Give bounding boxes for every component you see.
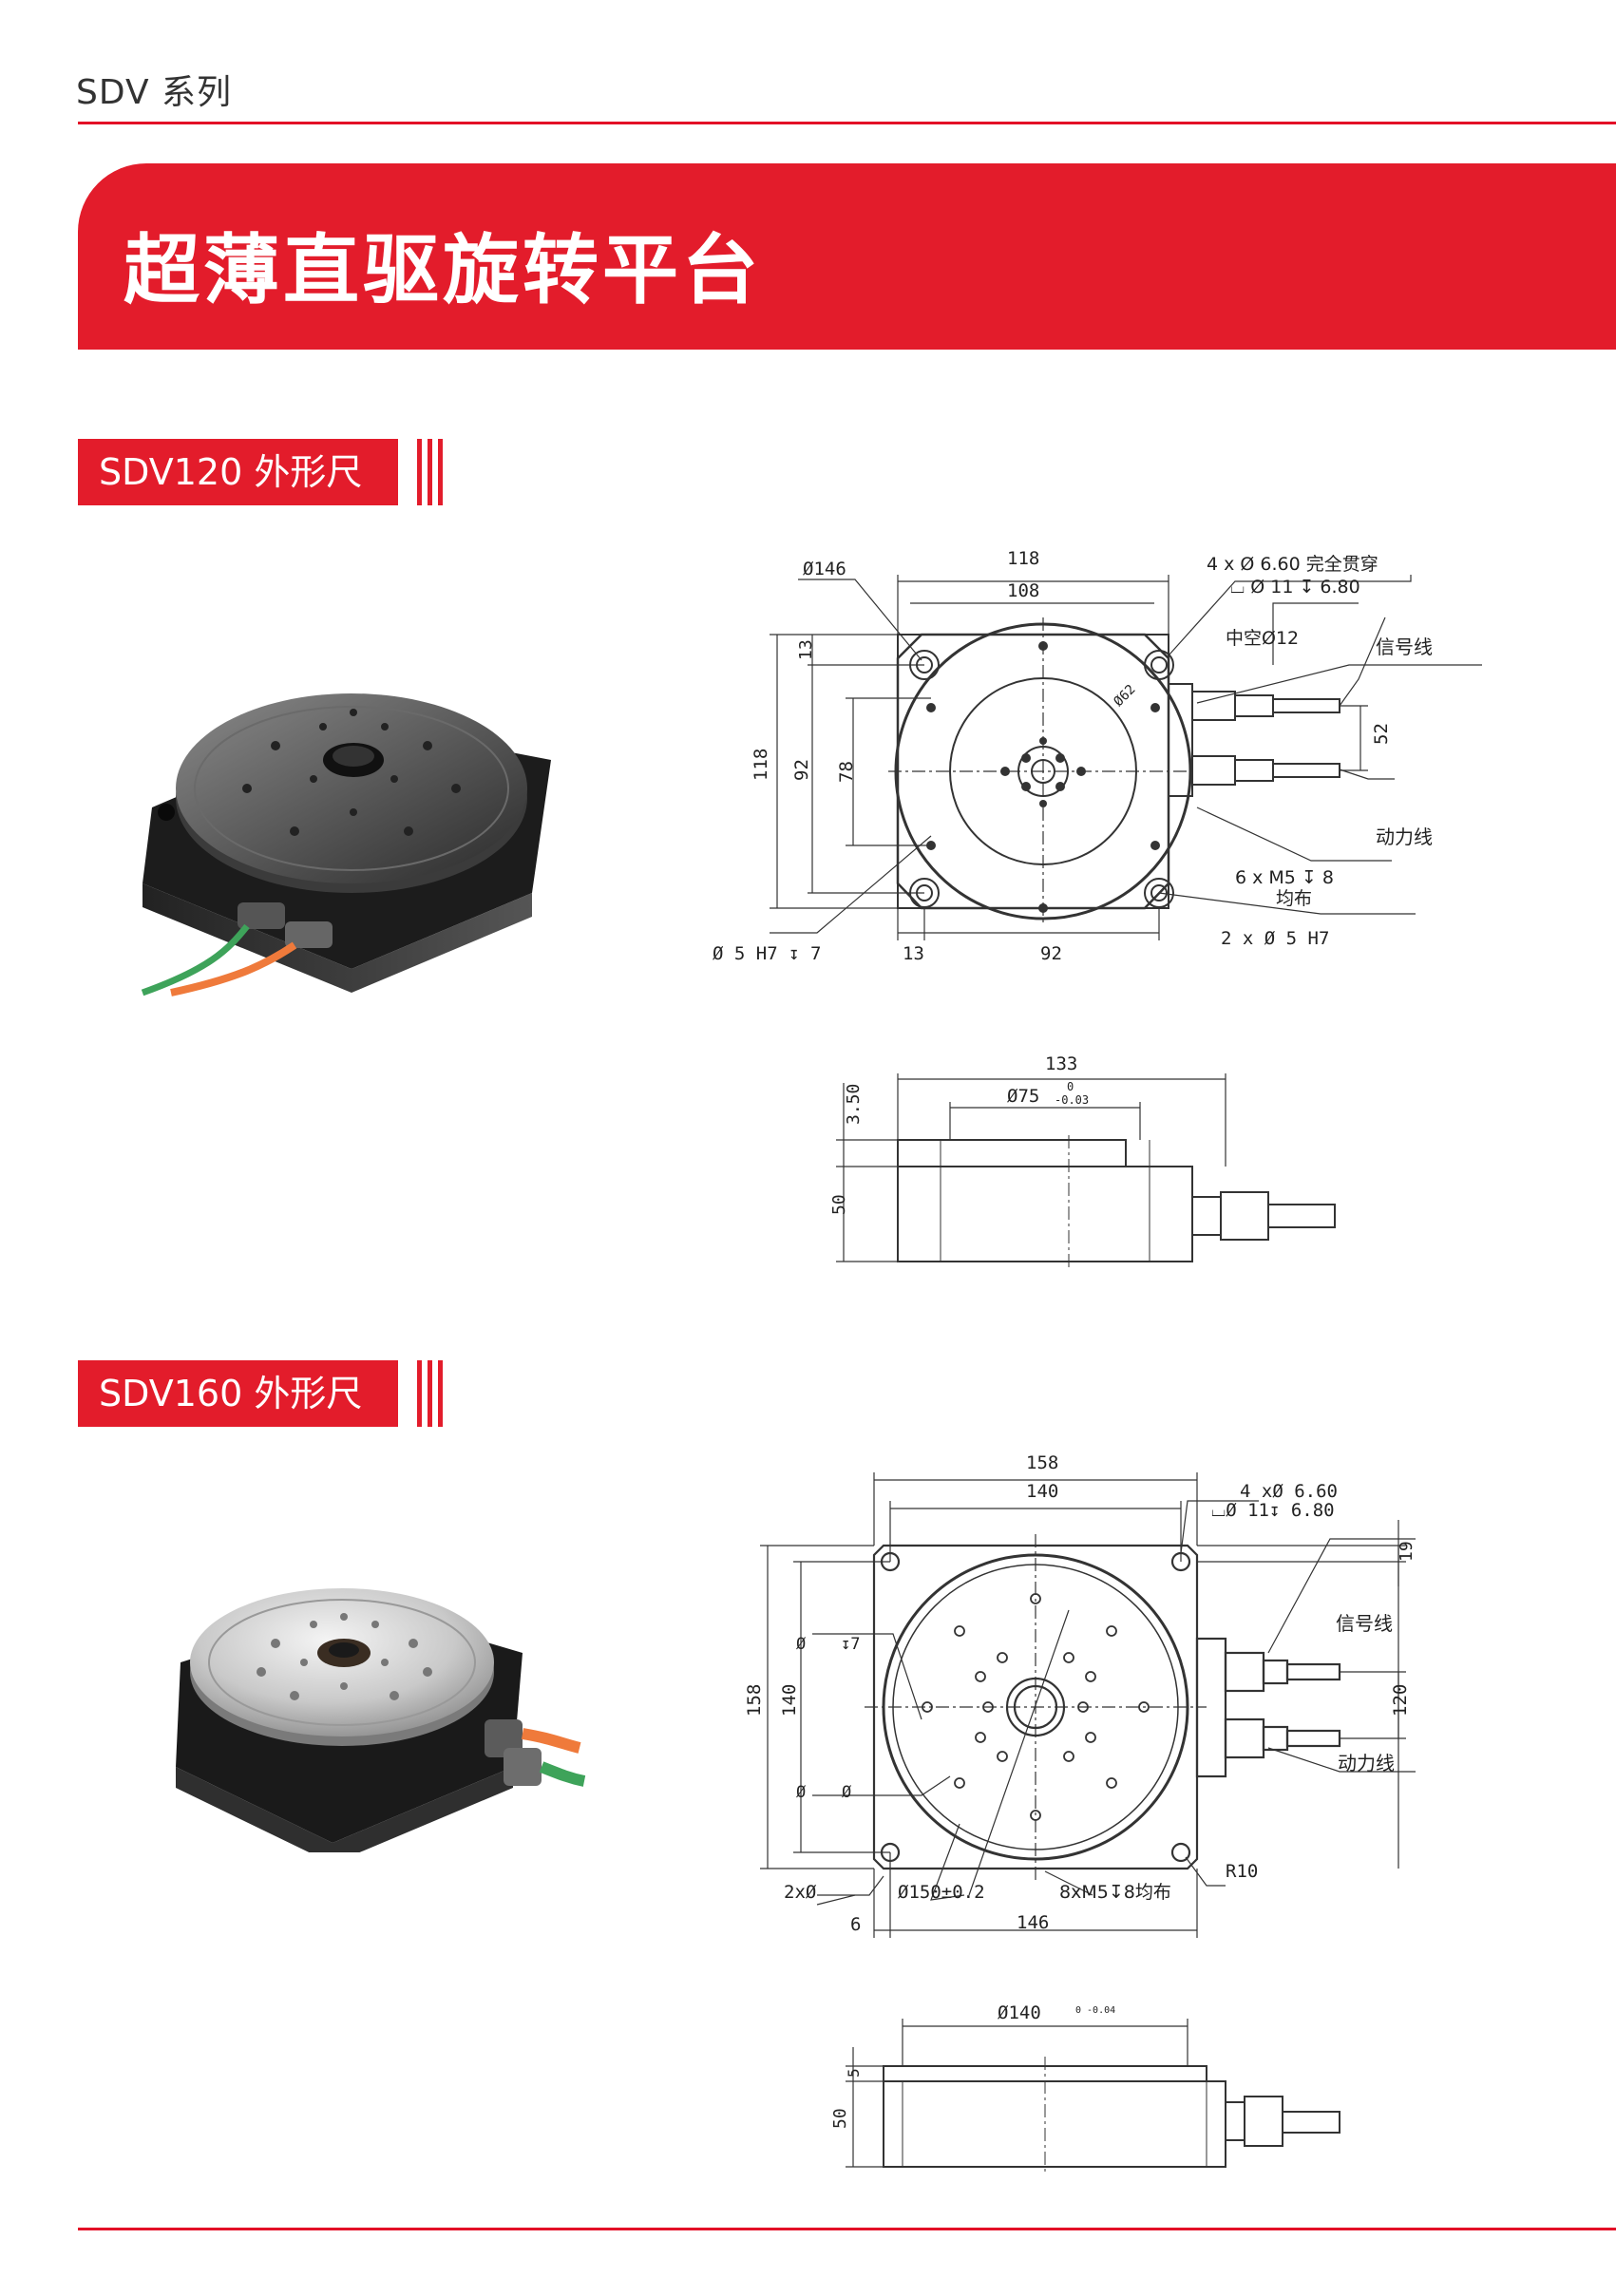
svg-text:19: 19 <box>1397 1541 1416 1562</box>
svg-text:4 xØ 6.60: 4 xØ 6.60 <box>1240 1481 1338 1502</box>
svg-text:50: 50 <box>829 1194 849 1215</box>
svg-text:140: 140 <box>1026 1481 1058 1502</box>
footer-rule <box>78 2228 1616 2230</box>
svg-text:0: 0 <box>1067 1080 1074 1093</box>
svg-text:140: 140 <box>779 1684 800 1717</box>
sdv120-product-photo <box>141 693 551 996</box>
svg-text:Ø75: Ø75 <box>1007 1086 1039 1107</box>
svg-text:118: 118 <box>751 749 771 781</box>
sdv120-top-view: 118 108 Ø146 4 x Ø 6.60 完全贯穿 ⌴ Ø 11 ↧ 6.… <box>713 548 1482 964</box>
sdv160-top-view: 158 140 4 xØ 6.60 ⌴Ø 11↧ 6.80 19 信号线 动力线… <box>744 1452 1416 1938</box>
svg-text:信号线: 信号线 <box>1376 636 1433 658</box>
svg-text:0 -0.04: 0 -0.04 <box>1075 2005 1115 2016</box>
svg-text:Ø: Ø <box>796 1783 806 1802</box>
svg-text:6: 6 <box>850 1914 861 1935</box>
svg-text:2 x Ø 5 H7: 2 x Ø 5 H7 <box>1221 928 1329 949</box>
svg-text:13: 13 <box>903 943 924 964</box>
svg-text:↧7: ↧7 <box>841 1635 860 1654</box>
title-banner: 超薄直驱旋转平台 <box>78 163 1616 350</box>
accent-bar <box>417 1360 422 1427</box>
svg-text:5: 5 <box>845 2068 863 2078</box>
accent-bar <box>438 439 443 505</box>
accent-bar <box>417 439 422 505</box>
svg-text:133: 133 <box>1045 1053 1077 1074</box>
accent-bar <box>428 439 432 505</box>
svg-text:8xM5↧8均布: 8xM5↧8均布 <box>1059 1882 1171 1903</box>
svg-text:6 x M5 ↧ 8: 6 x M5 ↧ 8 <box>1235 867 1334 888</box>
svg-text:均布: 均布 <box>1276 888 1312 909</box>
svg-text:Ø146: Ø146 <box>803 559 846 579</box>
svg-text:2xØ: 2xØ <box>784 1882 817 1903</box>
svg-text:-0.03: -0.03 <box>1055 1093 1089 1107</box>
svg-text:Ø62: Ø62 <box>1111 682 1138 710</box>
header-rule <box>78 122 1616 124</box>
svg-text:52: 52 <box>1371 723 1392 745</box>
svg-text:92: 92 <box>791 759 812 781</box>
svg-text:Ø140: Ø140 <box>998 2002 1041 2023</box>
svg-text:120: 120 <box>1390 1684 1411 1717</box>
svg-text:118: 118 <box>1007 548 1039 569</box>
svg-text:R10: R10 <box>1226 1861 1258 1882</box>
svg-text:中空Ø12: 中空Ø12 <box>1226 628 1299 649</box>
svg-text:⌴Ø 11↧ 6.80: ⌴Ø 11↧ 6.80 <box>1211 1500 1335 1521</box>
svg-text:158: 158 <box>1026 1452 1058 1473</box>
page-title: 超薄直驱旋转平台 <box>124 226 762 314</box>
svg-text:Ø: Ø <box>842 1783 851 1802</box>
svg-text:信号线: 信号线 <box>1336 1612 1393 1635</box>
sdv160-side-view: Ø140 0 -0.04 5 50 <box>830 2002 1340 2173</box>
svg-text:Ø 5 H7 ↧ 7: Ø 5 H7 ↧ 7 <box>713 943 821 964</box>
svg-text:146: 146 <box>1017 1912 1049 1933</box>
svg-text:158: 158 <box>744 1684 765 1717</box>
svg-text:Ø150±0.2: Ø150±0.2 <box>898 1882 985 1903</box>
svg-text:⌴ Ø 11 ↧ 6.80: ⌴ Ø 11 ↧ 6.80 <box>1230 577 1360 598</box>
sdv160-product-photo <box>176 1588 586 1852</box>
svg-text:动力线: 动力线 <box>1376 825 1433 848</box>
svg-text:78: 78 <box>836 761 857 783</box>
svg-text:108: 108 <box>1007 580 1039 601</box>
svg-text:4 x Ø 6.60 完全贯穿: 4 x Ø 6.60 完全贯穿 <box>1207 554 1378 575</box>
svg-text:13: 13 <box>796 639 816 660</box>
accent-bar <box>438 1360 443 1427</box>
section-title: SDV120 外形尺寸 <box>78 439 398 560</box>
sdv120-side-view: 133 Ø75 0 -0.03 3.50 50 <box>829 1053 1336 1268</box>
series-label: SDV 系列 <box>76 73 233 112</box>
svg-text:3.50: 3.50 <box>844 1084 864 1125</box>
svg-text:动力线: 动力线 <box>1338 1752 1395 1774</box>
svg-text:50: 50 <box>830 2108 850 2129</box>
accent-bar <box>428 1360 432 1427</box>
svg-text:Ø: Ø <box>796 1635 806 1654</box>
svg-text:92: 92 <box>1040 943 1062 964</box>
section-title: SDV160 外形尺寸 <box>78 1360 398 1481</box>
